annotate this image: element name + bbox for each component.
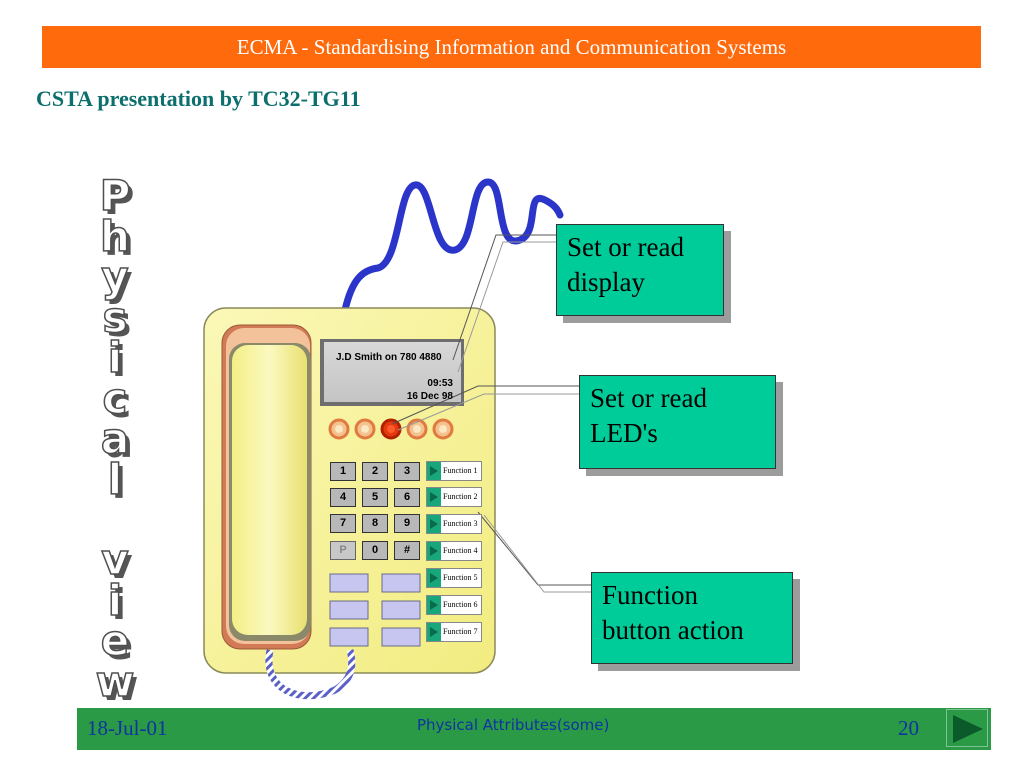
led-row	[328, 418, 454, 440]
callout-leds-text: Set or read LED's	[590, 383, 707, 448]
next-triangle-icon	[953, 715, 983, 743]
key-label: 8	[371, 517, 379, 529]
key-p[interactable]: P	[330, 541, 356, 560]
function-label: Function 7	[443, 627, 478, 636]
vertical-title-char: w	[95, 656, 135, 706]
handset-coil-cord	[265, 649, 356, 700]
function-arrow-icon	[427, 596, 441, 614]
key-6[interactable]: 6	[394, 488, 420, 507]
callout-display-text: Set or read display	[567, 232, 684, 297]
phone-cord	[341, 178, 564, 314]
vertical-title-char: y	[101, 252, 130, 301]
key-5[interactable]: 5	[362, 488, 388, 507]
key-label: 3	[403, 465, 411, 477]
header-bar: ECMA - Standardising Information and Com…	[42, 26, 981, 68]
key-label: 7	[339, 517, 347, 529]
display-caller-line: J.D Smith on 780 4880	[336, 352, 442, 363]
function-button-5[interactable]: Function 5	[426, 568, 482, 588]
footer-bar: 18-Jul-01 Physical Attributes(some) 20	[77, 708, 991, 750]
key-label: 2	[371, 465, 379, 477]
next-slide-button[interactable]	[946, 709, 988, 747]
key-label: 1	[339, 465, 347, 477]
vertical-title-char: v	[101, 535, 130, 584]
key-4[interactable]: 4	[330, 488, 356, 507]
key-7[interactable]: 7	[330, 514, 356, 533]
vertical-title-char: a	[100, 414, 130, 463]
key-8[interactable]: 8	[362, 514, 388, 533]
display-time: 09:53	[427, 378, 453, 389]
key-0[interactable]: 0	[362, 541, 388, 560]
key-label: #	[403, 544, 411, 556]
function-arrow-icon	[427, 515, 441, 533]
page-number: 20	[898, 716, 919, 740]
key-1[interactable]: 1	[330, 462, 356, 481]
function-arrow-icon	[427, 542, 441, 560]
key-label: 0	[371, 544, 379, 556]
function-label: Function 4	[443, 546, 478, 555]
function-arrow-icon	[427, 623, 441, 641]
vertical-title-char: c	[102, 373, 128, 423]
footer-slide-title: Physical Attributes(some)	[417, 716, 610, 734]
key-label: 9	[403, 517, 411, 529]
leader-lines	[391, 234, 591, 593]
callout-function-text: Function button action	[602, 580, 744, 645]
vertical-title-char: i	[107, 333, 123, 382]
function-button-4[interactable]: Function 4	[426, 541, 482, 561]
key-3[interactable]: 3	[394, 462, 420, 481]
callout-leds: Set or read LED's	[579, 375, 776, 469]
key-9[interactable]: 9	[394, 514, 420, 533]
vertical-title-char: h	[99, 211, 130, 261]
function-label: Function 2	[443, 492, 478, 501]
vertical-title-char: e	[100, 616, 130, 665]
blank-buttons	[329, 573, 421, 647]
key-label: 6	[403, 491, 411, 503]
key-2[interactable]: 2	[362, 462, 388, 481]
vertical-title-char: P	[99, 171, 131, 220]
function-label: Function 5	[443, 573, 478, 582]
vertical-title-char: l	[107, 454, 123, 504]
key-label: P	[339, 544, 347, 556]
callout-display: Set or read display	[556, 224, 724, 316]
function-arrow-icon	[427, 569, 441, 587]
key-hash[interactable]: #	[394, 541, 420, 560]
function-button-7[interactable]: Function 7	[426, 622, 482, 642]
header-title: ECMA - Standardising Information and Com…	[236, 34, 787, 59]
function-arrow-icon	[427, 488, 441, 506]
display-date: 16 Dec 98	[407, 391, 454, 402]
function-label: Function 3	[443, 519, 478, 528]
vertical-title: P h y s i c a l v i e w	[70, 171, 160, 706]
slide-subtitle: CSTA presentation by TC32-TG11	[36, 86, 361, 111]
vertical-title-char: s	[102, 292, 129, 342]
function-button-6[interactable]: Function 6	[426, 595, 482, 615]
footer-date: 18-Jul-01	[87, 716, 168, 740]
function-label: Function 1	[443, 466, 478, 475]
function-arrow-icon	[427, 462, 441, 480]
function-button-3[interactable]: Function 3	[426, 514, 482, 534]
key-label: 5	[371, 491, 379, 503]
function-button-2[interactable]: Function 2	[426, 487, 482, 507]
key-label: 4	[339, 491, 347, 503]
function-label: Function 6	[443, 600, 478, 609]
callout-function: Function button action	[591, 572, 793, 664]
function-button-1[interactable]: Function 1	[426, 461, 482, 481]
vertical-title-char: i	[107, 575, 123, 625]
